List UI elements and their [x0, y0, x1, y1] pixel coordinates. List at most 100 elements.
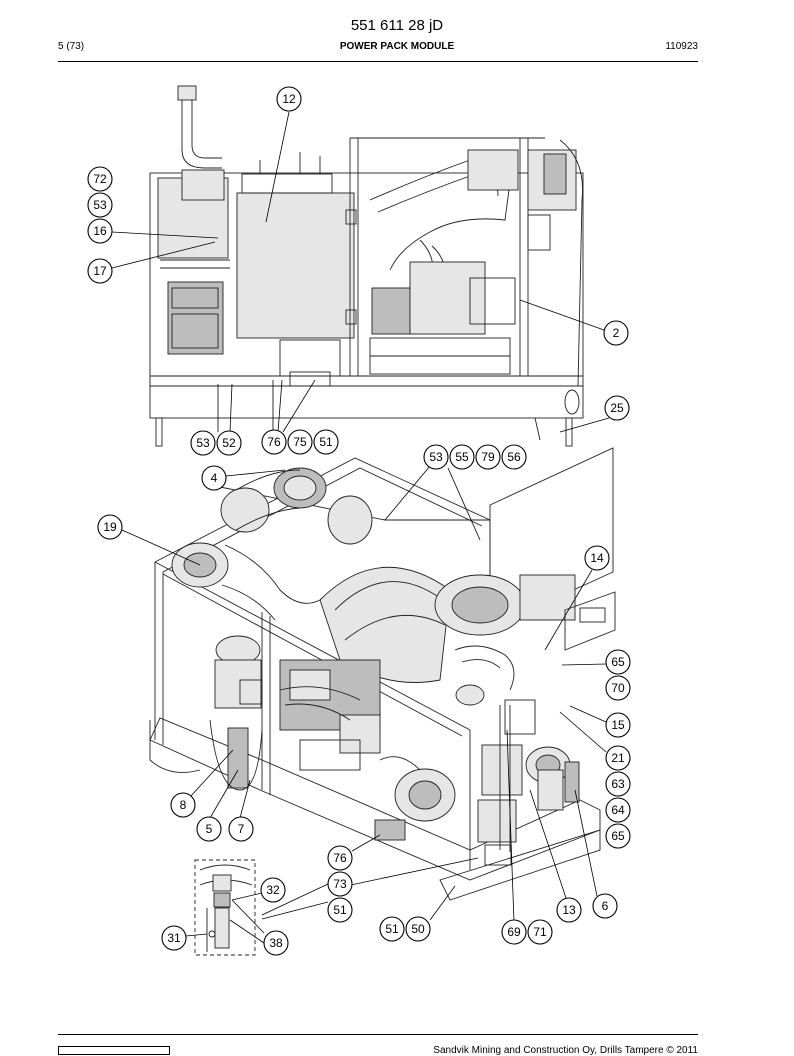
callout-71: 71: [527, 919, 553, 945]
callout-14: 14: [584, 545, 610, 571]
company-logo: [58, 1046, 170, 1055]
top-view-base: [149, 385, 584, 419]
detail-inset-drawing: [194, 859, 256, 956]
callout-31: 31: [161, 925, 187, 951]
svg-text:14: 14: [590, 551, 604, 565]
svg-text:53: 53: [429, 450, 443, 464]
svg-text:63: 63: [611, 777, 625, 791]
detail-inset-frame: [194, 859, 256, 956]
callout-53: 53: [87, 192, 113, 218]
callout-63: 63: [605, 771, 631, 797]
svg-text:56: 56: [507, 450, 521, 464]
callout-69: 69: [501, 919, 527, 945]
svg-text:79: 79: [481, 450, 495, 464]
svg-text:8: 8: [180, 798, 187, 812]
callout-52: 52: [216, 430, 242, 456]
callout-12: 12: [276, 86, 302, 112]
callout-79: 79: [475, 444, 501, 470]
svg-text:31: 31: [167, 931, 181, 945]
svg-text:50: 50: [411, 922, 425, 936]
svg-text:53: 53: [196, 436, 210, 450]
svg-text:76: 76: [333, 851, 347, 865]
callout-16: 16: [87, 218, 113, 244]
svg-text:16: 16: [93, 224, 107, 238]
callout-76: 76: [327, 845, 353, 871]
svg-text:15: 15: [611, 718, 625, 732]
callout-53: 53: [190, 430, 216, 456]
callout-73: 73: [327, 871, 353, 897]
footer-rule: [58, 1034, 698, 1035]
callout-6: 6: [592, 893, 618, 919]
callout-51: 51: [327, 897, 353, 923]
exhaust-cap: [177, 85, 197, 101]
callout-64: 64: [605, 797, 631, 823]
callout-72: 72: [87, 166, 113, 192]
svg-text:4: 4: [211, 471, 218, 485]
callout-21: 21: [605, 745, 631, 771]
callout-51: 51: [379, 916, 405, 942]
document-code: 110923: [665, 41, 698, 52]
callout-2: 2: [603, 320, 629, 346]
svg-text:17: 17: [93, 264, 107, 278]
svg-text:6: 6: [602, 899, 609, 913]
svg-text:72: 72: [93, 172, 107, 186]
callout-4: 4: [201, 465, 227, 491]
callout-75: 75: [287, 429, 313, 455]
callout-32: 32: [260, 877, 286, 903]
callout-70: 70: [605, 675, 631, 701]
svg-text:12: 12: [282, 92, 296, 106]
callout-8: 8: [170, 792, 196, 818]
callout-65: 65: [605, 823, 631, 849]
svg-text:65: 65: [611, 655, 625, 669]
top-view-drawing: [149, 85, 584, 447]
svg-text:73: 73: [333, 877, 347, 891]
svg-text:55: 55: [455, 450, 469, 464]
callout-53: 53: [423, 444, 449, 470]
svg-text:38: 38: [269, 936, 283, 950]
svg-text:51: 51: [319, 435, 333, 449]
svg-text:19: 19: [103, 520, 117, 534]
callout-19: 19: [97, 514, 123, 540]
svg-text:32: 32: [266, 883, 280, 897]
page-title: POWER PACK MODULE: [339, 41, 455, 52]
svg-text:65: 65: [611, 829, 625, 843]
svg-text:13: 13: [562, 903, 576, 917]
filter-panel: [236, 192, 355, 339]
svg-text:2: 2: [613, 326, 620, 340]
leader-lines: [111, 111, 610, 944]
svg-text:53: 53: [93, 198, 107, 212]
svg-text:70: 70: [611, 681, 625, 695]
callout-56: 56: [501, 444, 527, 470]
callout-65: 65: [605, 649, 631, 675]
engine-block: [371, 287, 411, 335]
callout-55: 55: [449, 444, 475, 470]
svg-text:69: 69: [507, 925, 521, 939]
svg-text:71: 71: [533, 925, 547, 939]
header-rule: [58, 61, 698, 62]
callout-51: 51: [313, 429, 339, 455]
svg-text:5: 5: [206, 822, 213, 836]
page-indicator: 5 (73): [58, 41, 85, 52]
callout-7: 7: [228, 816, 254, 842]
svg-text:75: 75: [293, 435, 307, 449]
callout-76: 76: [261, 429, 287, 455]
callout-5: 5: [196, 816, 222, 842]
svg-text:64: 64: [611, 803, 625, 817]
filter-canister: [227, 727, 249, 789]
svg-text:51: 51: [385, 922, 399, 936]
svg-text:76: 76: [267, 435, 281, 449]
callout-13: 13: [556, 897, 582, 923]
svg-text:25: 25: [610, 401, 624, 415]
isometric-view-drawing: [149, 447, 616, 901]
svg-text:7: 7: [238, 822, 245, 836]
svg-text:21: 21: [611, 751, 625, 765]
copyright-text: Sandvik Mining and Construction Oy, Dril…: [433, 1045, 698, 1056]
callout-25: 25: [604, 395, 630, 421]
left-control-box: [167, 281, 224, 355]
callout-15: 15: [605, 712, 631, 738]
svg-text:52: 52: [222, 436, 236, 450]
callout-17: 17: [87, 258, 113, 284]
callout-38: 38: [263, 930, 289, 956]
document-number: 551 611 28 jD: [350, 17, 444, 34]
